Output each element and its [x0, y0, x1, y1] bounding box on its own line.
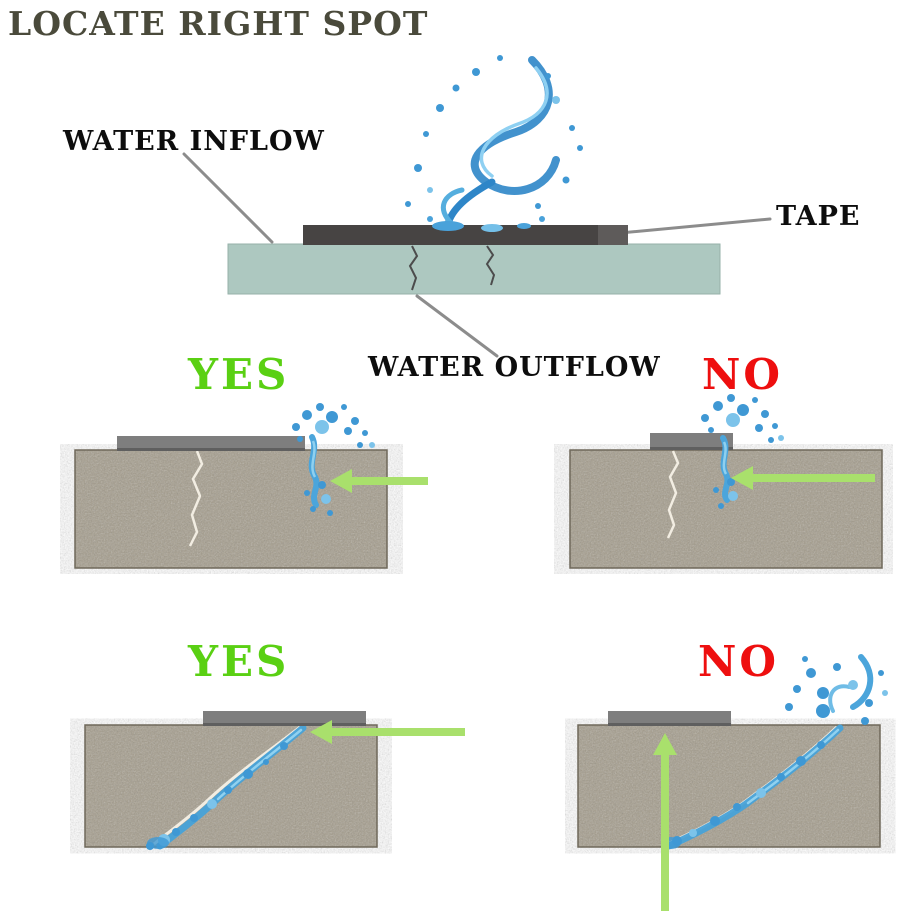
- verdict-row2-left: YES: [188, 637, 290, 686]
- panel-row1-right: [569, 394, 883, 569]
- water-droplets: [146, 742, 288, 850]
- water-pool-on-tape: [427, 216, 545, 232]
- concrete-block: [577, 724, 881, 848]
- panel-row1-left: [74, 403, 428, 569]
- slab-graphic: [227, 243, 721, 295]
- panel-row2-left: [84, 711, 465, 850]
- water-outflow-pointer-line: [415, 294, 499, 358]
- panel-row2-right: [577, 654, 888, 911]
- water-inflow-label: WATER INFLOW: [63, 126, 325, 157]
- water-droplets: [661, 741, 825, 849]
- crack-icon: [153, 725, 301, 846]
- water-splash-icon: [701, 394, 784, 509]
- water-droplets: [701, 394, 784, 509]
- verdict-row1-right: NO: [702, 350, 783, 399]
- page-title: LOCATE RIGHT SPOT: [8, 4, 429, 43]
- tape-graphic: [117, 436, 305, 451]
- water-droplets: [292, 403, 375, 516]
- arrow-up-icon: [653, 733, 677, 911]
- tape-graphic: [608, 711, 731, 726]
- tape-label: TAPE: [776, 201, 861, 232]
- water-outflow-label: WATER OUTFLOW: [368, 352, 661, 383]
- arrow-left-icon: [731, 466, 875, 490]
- arrow-left-icon: [330, 469, 428, 493]
- verdict-row2-right: NO: [698, 637, 779, 686]
- crack-icon: [666, 450, 680, 539]
- water-splash-icon: [405, 55, 583, 232]
- water-splash-icon: [785, 654, 888, 725]
- main-diagram: [182, 55, 772, 358]
- verdict-row1-left: YES: [188, 350, 290, 399]
- concrete-block: [74, 449, 388, 569]
- tape-graphic: [303, 225, 628, 245]
- crack-icon: [408, 245, 496, 291]
- tape-graphic: [203, 711, 366, 726]
- water-droplets: [785, 656, 888, 725]
- arrow-left-icon: [310, 720, 465, 744]
- water-splash-icon: [292, 403, 375, 516]
- water-droplets: [405, 55, 583, 209]
- tape-graphic: [650, 433, 733, 450]
- crack-icon: [188, 450, 204, 547]
- concrete-block: [569, 449, 883, 569]
- water-inflow-pointer-line: [182, 152, 274, 244]
